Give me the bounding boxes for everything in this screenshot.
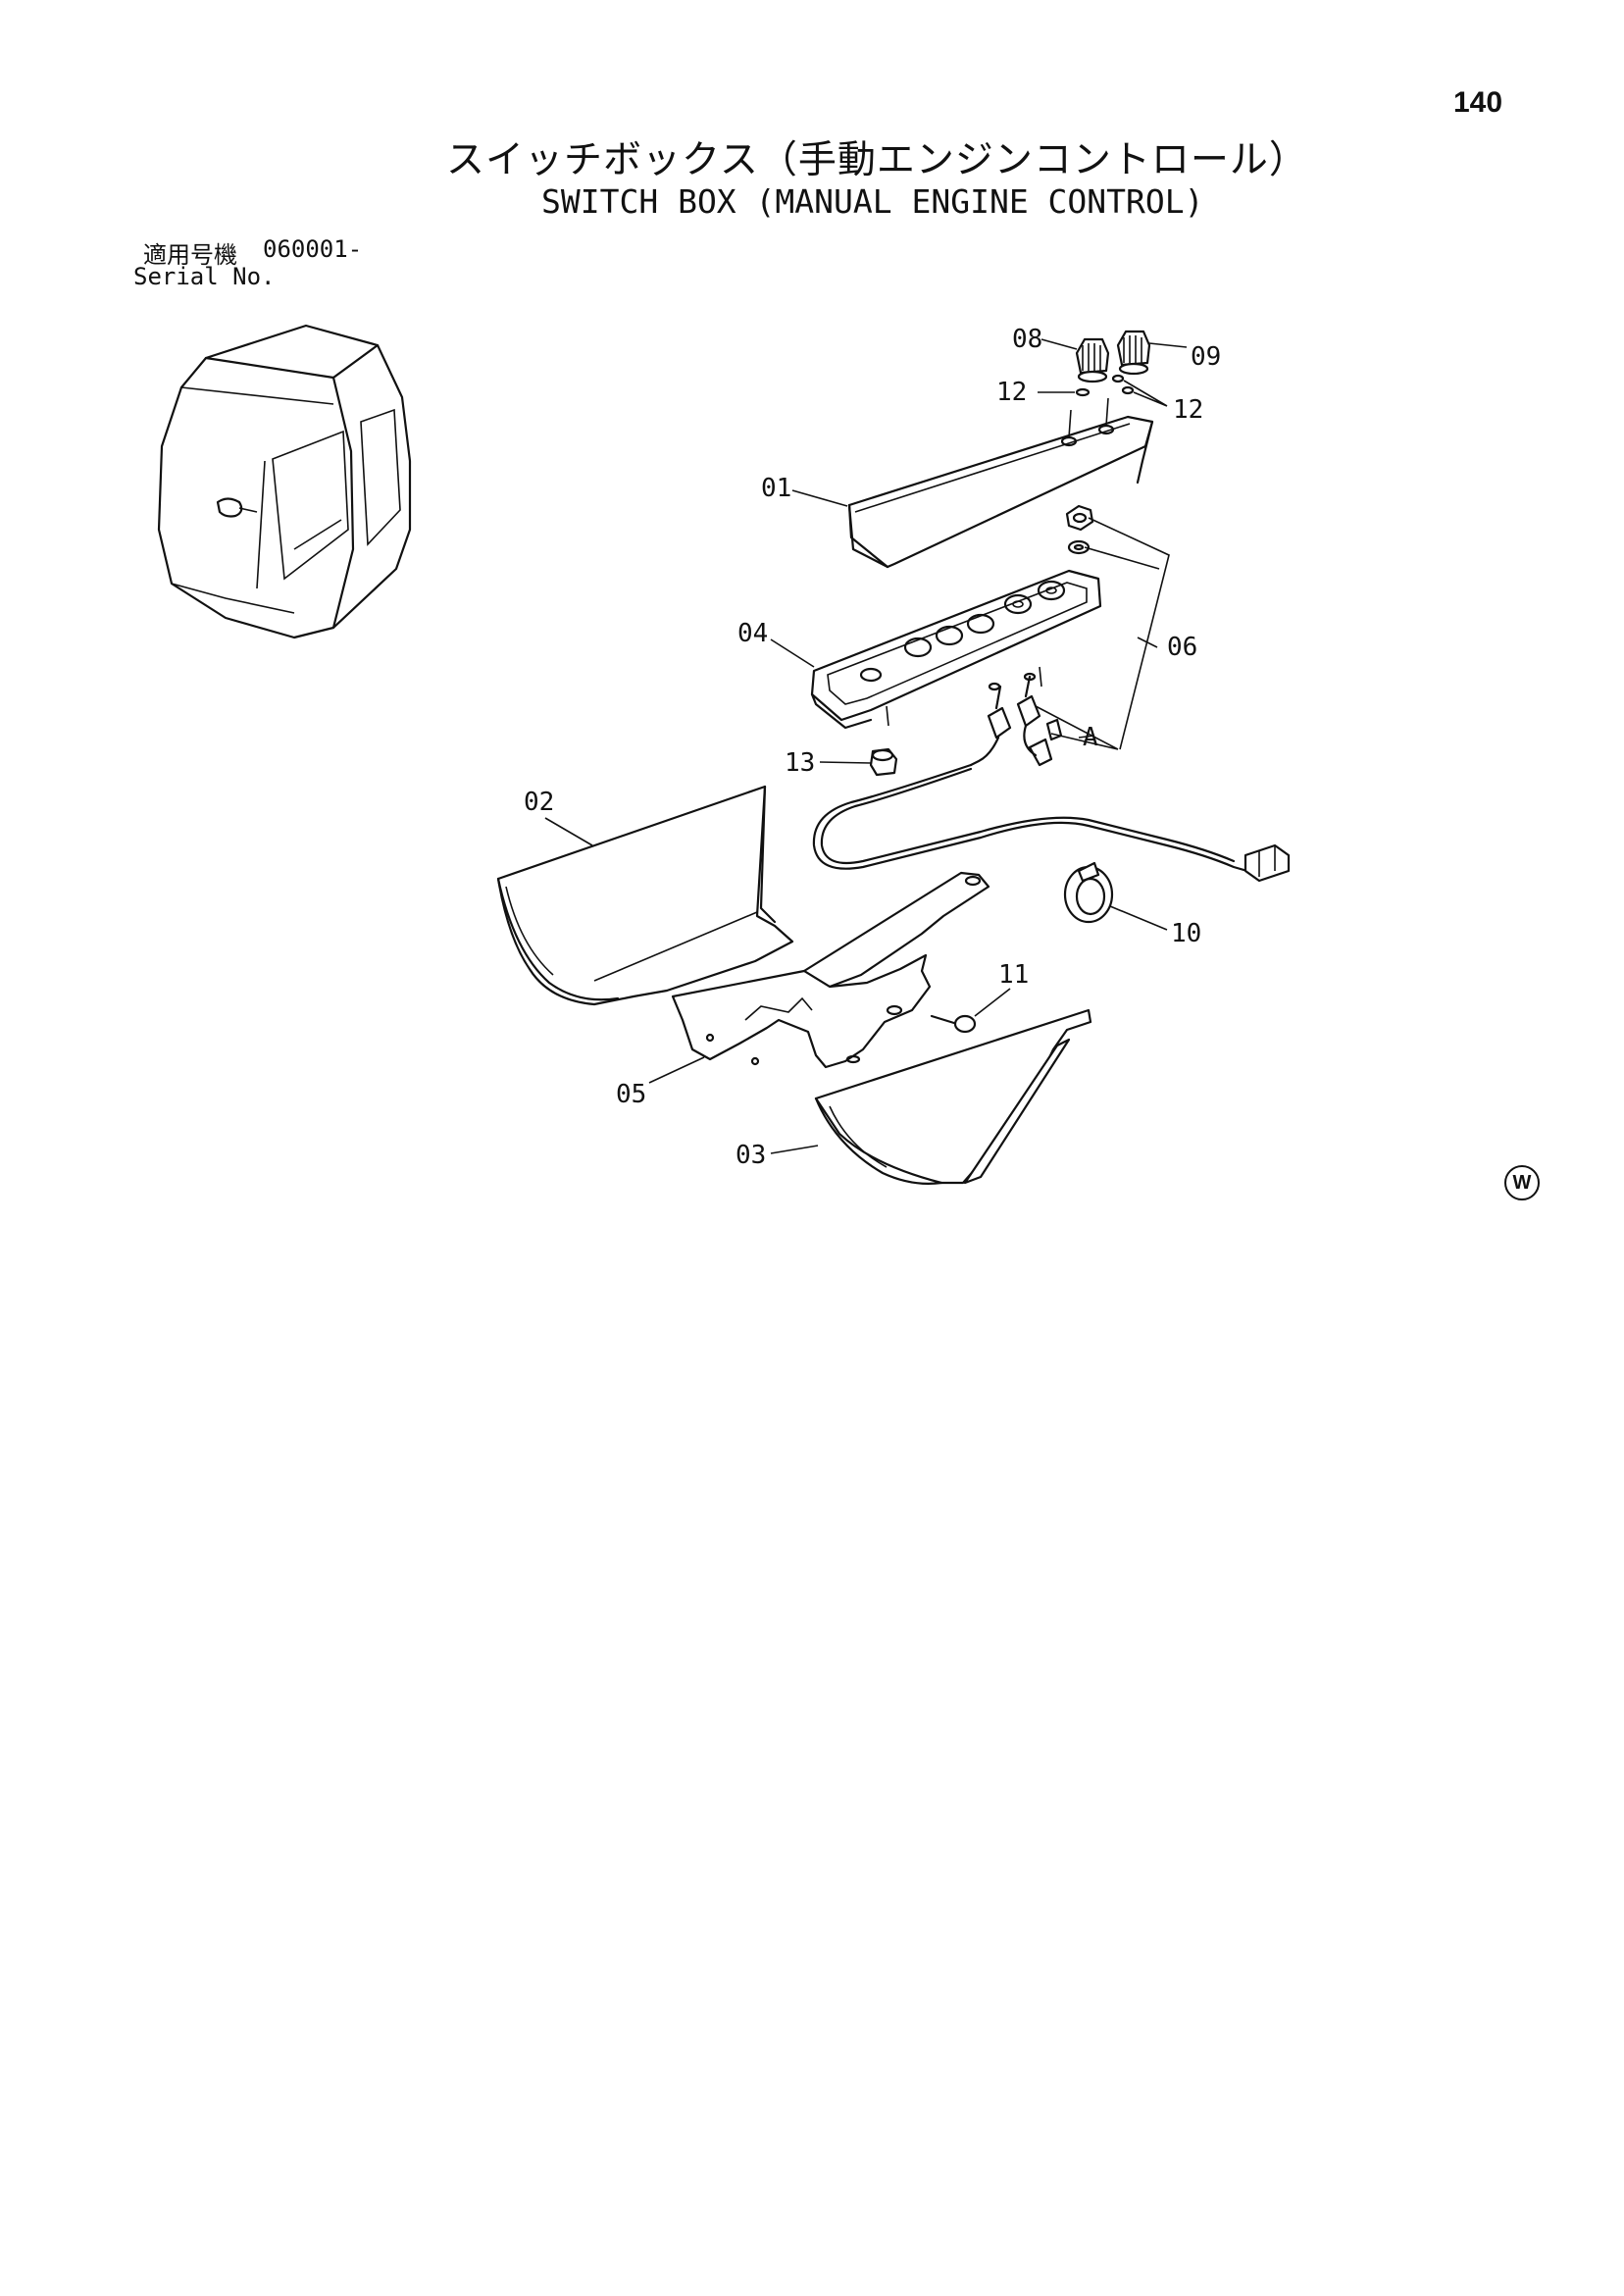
callout-10: 10 <box>1171 919 1201 948</box>
page-number: 140 <box>1453 86 1503 119</box>
washer-12-right-b <box>1121 385 1135 395</box>
callout-03: 03 <box>736 1141 766 1170</box>
callout-02: 02 <box>524 788 554 817</box>
cover-02 <box>496 785 794 1006</box>
knob-08 <box>1075 337 1110 383</box>
callout-12-right: 12 <box>1173 395 1203 425</box>
page-title-japanese: スイッチボックス（手動エンジンコントロール） <box>446 138 1308 182</box>
cab-reference-illustration <box>157 324 412 639</box>
switch-panel-04 <box>810 569 1102 730</box>
callout-04: 04 <box>737 619 768 648</box>
serial-label-english: Serial No. <box>133 263 276 290</box>
clamp-10 <box>1063 861 1114 924</box>
grommet-13 <box>869 747 898 777</box>
page-title-english: SWITCH BOX (MANUAL ENGINE CONTROL) <box>541 182 1204 221</box>
cover-03 <box>814 1008 1092 1185</box>
callout-09: 09 <box>1191 342 1221 372</box>
callout-a: A <box>1083 723 1098 752</box>
knob-09 <box>1116 330 1151 376</box>
serial-label-japanese: 適用号機 <box>143 241 237 269</box>
washer-12-left <box>1075 387 1091 397</box>
serial-number-value: 060001- <box>263 235 363 263</box>
nut-washer-06 <box>1065 504 1094 555</box>
washer-12-right-a <box>1111 374 1125 383</box>
bracket-05 <box>671 871 990 1069</box>
callout-06: 06 <box>1167 633 1197 662</box>
callout-01: 01 <box>761 474 791 503</box>
callout-08: 08 <box>1012 325 1042 354</box>
leader-lines <box>544 338 1188 1154</box>
callout-11: 11 <box>998 960 1029 990</box>
screw-11 <box>930 1014 977 1034</box>
callout-12-left: 12 <box>996 378 1027 407</box>
circled-w-mark: W <box>1504 1165 1540 1200</box>
switch-harness-assembly <box>812 672 1291 883</box>
callout-05: 05 <box>616 1080 646 1109</box>
cover-01 <box>847 397 1154 569</box>
callout-13: 13 <box>785 748 815 778</box>
